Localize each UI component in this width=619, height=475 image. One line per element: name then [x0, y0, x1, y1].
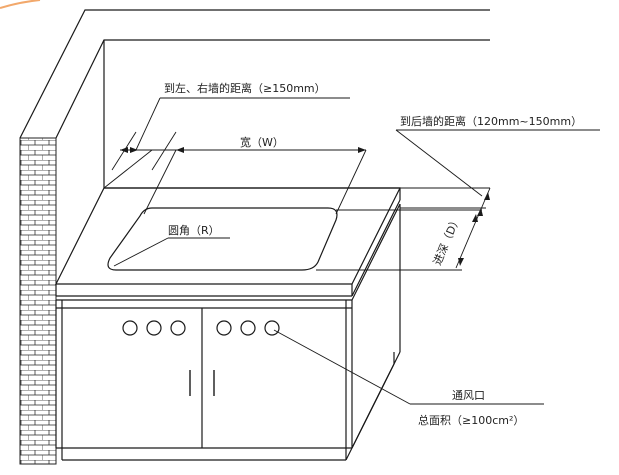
- vent-holes: [122, 320, 280, 336]
- walls: [19, 9, 490, 189]
- countertop: [55, 187, 401, 297]
- cooktop-cutout: [107, 207, 338, 271]
- radius-leader: [113, 237, 230, 267]
- corner-radius-label: 圆角（R）: [168, 224, 220, 237]
- vent-area-label: 总面积（≥100cm²）: [418, 413, 524, 427]
- corner-accent: [0, 0, 41, 9]
- width-label: 宽（W）: [240, 135, 284, 149]
- back-wall-distance-label: 到后墙的距离（120mm~150mm）: [400, 114, 582, 128]
- width-dimension: [103, 97, 367, 215]
- vent-leader: [273, 329, 544, 405]
- depth-dimension: [316, 129, 600, 271]
- side-wall-distance-label: 到左、右墙的距离（≥150mm）: [164, 81, 326, 95]
- vent-label: 通风口: [452, 389, 485, 402]
- cabinet: [55, 203, 401, 461]
- brick-wall: [19, 137, 57, 465]
- door-handles: [189, 370, 215, 396]
- depth-arrows: [458, 192, 490, 266]
- width-arrows: [120, 147, 366, 153]
